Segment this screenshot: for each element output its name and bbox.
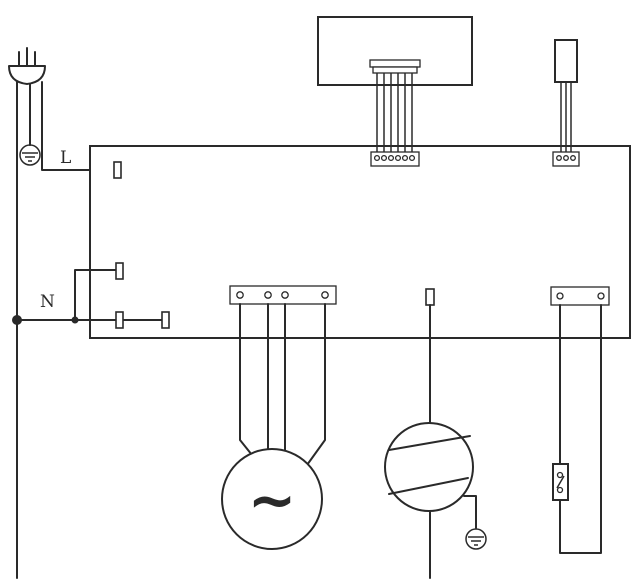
display-ribbon-cable <box>369 59 421 152</box>
neutral-label: N <box>40 292 55 312</box>
thermostat-loop-wire <box>559 304 602 554</box>
terminal-n3 <box>161 311 170 329</box>
compressor <box>384 422 474 512</box>
terminal-n2 <box>115 311 124 329</box>
fan-wire-4 <box>306 303 326 466</box>
compressor-ground-icon <box>465 528 487 550</box>
terminal-n1 <box>115 262 124 280</box>
fan-motor: ~ <box>221 448 323 550</box>
neutral-junction-dot <box>12 315 22 325</box>
sensor-connector <box>552 151 580 167</box>
display-connector <box>370 151 420 167</box>
compressor-terminal <box>425 288 435 306</box>
fan-connector <box>229 285 337 305</box>
neutral-branch-dot <box>71 316 79 324</box>
ground-icon <box>19 144 41 166</box>
terminal-l <box>113 161 122 179</box>
thermal-fuse <box>552 463 569 501</box>
mains-plug-icon <box>8 47 46 85</box>
sensor-leads <box>560 82 572 152</box>
neutral-branch-wire <box>74 269 117 321</box>
line-label: L <box>60 148 71 168</box>
thermostat-connector <box>550 286 610 306</box>
temperature-sensor <box>554 39 578 83</box>
display-module <box>317 16 473 86</box>
compressor-ground-wire <box>463 495 477 529</box>
fan-motor-symbol: ~ <box>248 466 297 534</box>
control-board <box>89 145 631 339</box>
